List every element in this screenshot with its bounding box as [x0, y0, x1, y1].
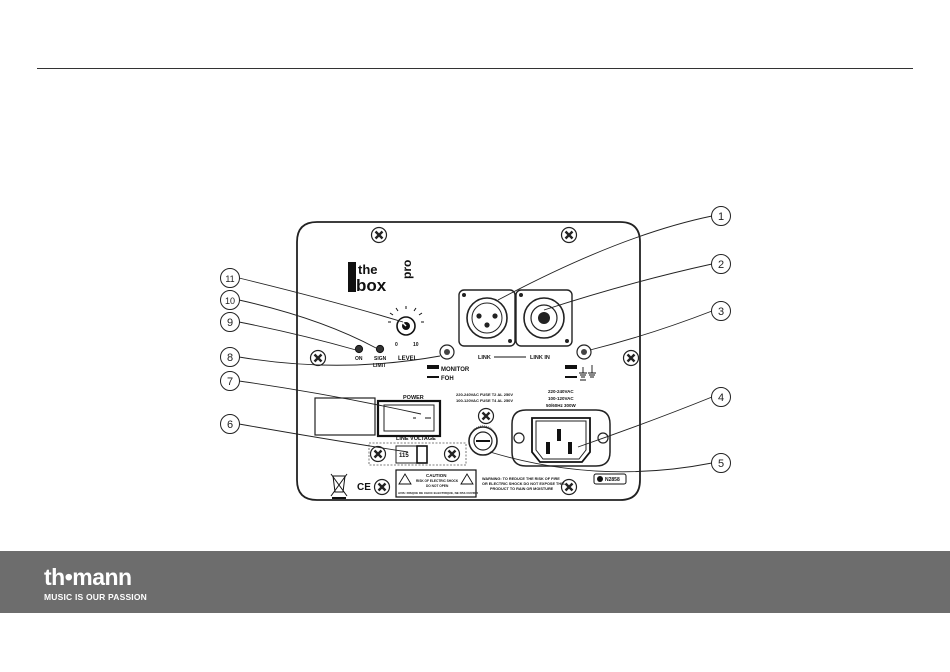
rating-line-3: 50/60Hz 300W — [546, 403, 577, 408]
screw-voltage-left — [369, 445, 387, 463]
foh-label: FOH — [441, 376, 454, 382]
blank-plate — [314, 397, 376, 436]
line-voltage-label: LINE VOLTAGE — [396, 436, 436, 442]
monitor-foh-switch[interactable] — [439, 344, 455, 360]
svg-text:N2858: N2858 — [605, 477, 620, 483]
caution-title: CAUTION — [426, 473, 447, 478]
svg-text:6: 6 — [227, 419, 233, 431]
svg-text:10: 10 — [225, 296, 235, 306]
voltage-value: 115 — [399, 453, 409, 459]
on-label: ON — [355, 356, 363, 362]
caution-line-3: AVIS: RISQUE DE CHOC ELECTRIQUE, NE PAS … — [398, 491, 479, 495]
link-in-label: LINK IN — [530, 355, 550, 361]
link-label: LINK — [478, 355, 491, 361]
callout-8: 8 — [220, 347, 240, 367]
svg-text:5: 5 — [718, 458, 724, 470]
level-max: 10 — [413, 342, 419, 348]
caution-line-2: DO NOT OPEN — [426, 484, 449, 488]
xlr-link-output[interactable] — [458, 289, 516, 347]
signal-label: SIGN — [374, 356, 387, 362]
svg-text:7: 7 — [227, 376, 233, 388]
ground-icon — [579, 365, 596, 381]
screw-fuse — [477, 407, 495, 425]
rear-panel-diagram: the box pro 0 10 LEVEL ON SIGN LIMIT MON… — [220, 206, 731, 501]
rating-line-1: 220-240VAC — [548, 389, 574, 394]
warning-line-3: PRODUCT TO RAIN OR MOISTURE — [490, 487, 554, 491]
svg-text:3: 3 — [718, 306, 724, 318]
warning-line-2: OR ELECTRIC SHOCK DO NOT EXPOSE THIS — [482, 482, 565, 486]
level-min: 0 — [395, 342, 398, 348]
power-inlet[interactable] — [511, 409, 611, 467]
callout-3: 3 — [711, 301, 731, 321]
callout-10: 10 — [220, 290, 240, 310]
signal-limit-led — [375, 344, 385, 354]
ground-symbol-2 — [565, 376, 577, 378]
callout-5: 5 — [711, 453, 731, 473]
combo-link-input[interactable] — [515, 289, 573, 347]
svg-text:8: 8 — [227, 352, 233, 364]
fuse-holder[interactable] — [468, 425, 498, 456]
warning-line-1: WARNING: TO REDUCE THE RISK OF FIRE — [482, 477, 560, 481]
caution-line-1: RISK OF ELECTRIC SHOCK — [416, 479, 459, 483]
rating-line-2: 100-120VAC — [548, 396, 574, 401]
power-label: POWER — [403, 395, 424, 401]
screw-voltage-right — [443, 445, 461, 463]
fuse-line-2: 100-120VAC FUSE T4 AL 250V — [456, 398, 513, 403]
callout-6: 6 — [220, 414, 240, 434]
ground-symbol-1 — [565, 365, 577, 369]
callout-11: 11 — [220, 268, 240, 288]
foh-symbol — [427, 376, 439, 378]
svg-text:the: the — [358, 262, 378, 277]
monitor-label: MONITOR — [441, 367, 470, 373]
brand-logo: the box pro — [348, 260, 414, 295]
svg-text:2: 2 — [718, 259, 724, 271]
screw-top-right — [560, 226, 578, 244]
line-voltage-selector[interactable]: 115 — [368, 442, 467, 466]
callout-4: 4 — [711, 387, 731, 407]
screw-top-left — [370, 226, 388, 244]
screw-mid-right — [622, 349, 640, 367]
power-switch[interactable] — [376, 399, 442, 438]
caution-label: CAUTION RISK OF ELECTRIC SHOCK DO NOT OP… — [395, 469, 479, 498]
svg-text:1: 1 — [718, 211, 724, 223]
callout-1: 1 — [711, 206, 731, 226]
monitor-symbol — [427, 365, 439, 369]
callout-7: 7 — [220, 371, 240, 391]
thomann-logo[interactable]: th•mann — [44, 564, 132, 590]
callout-leaders — [238, 215, 713, 473]
fuse-line-1: 220-240VAC FUSE T2 AL 250V — [456, 392, 513, 397]
svg-text:pro: pro — [400, 260, 414, 279]
svg-text:box: box — [356, 276, 387, 295]
certification-mark: N2858 — [593, 473, 627, 485]
on-led — [354, 344, 364, 354]
footer-bar — [0, 551, 950, 613]
weee-bin-icon — [330, 473, 348, 499]
thomann-tagline: MUSIC IS OUR PASSION — [44, 592, 148, 602]
top-rule — [37, 68, 913, 69]
callout-9: 9 — [220, 312, 240, 332]
limit-label: LIMIT — [373, 363, 386, 369]
screw-mid-left — [309, 349, 327, 367]
ce-mark: CE — [357, 482, 371, 493]
svg-text:4: 4 — [718, 392, 724, 404]
level-label: LEVEL — [398, 356, 418, 362]
svg-text:11: 11 — [225, 274, 234, 284]
screw-bottom-left — [373, 478, 391, 496]
callout-2: 2 — [711, 254, 731, 274]
svg-text:9: 9 — [227, 317, 233, 329]
ground-lift-switch[interactable] — [576, 344, 592, 360]
